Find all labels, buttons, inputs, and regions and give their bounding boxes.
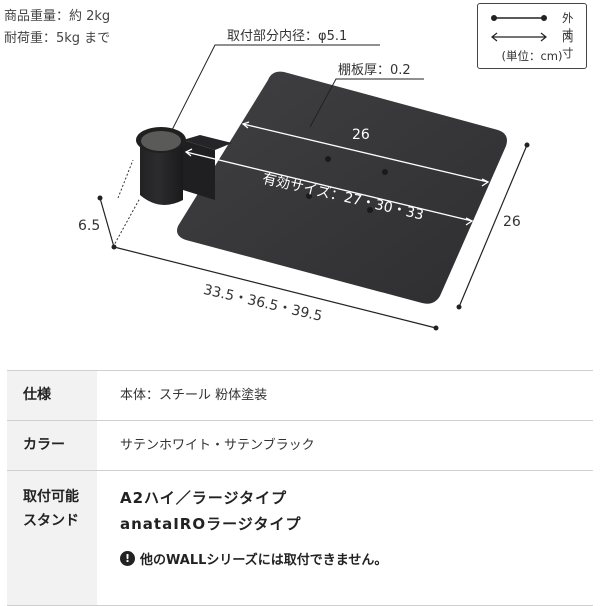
- depth-label: 26: [503, 214, 521, 230]
- compatibility-note: ! 他のWALLシリーズには取付できません。: [120, 549, 593, 568]
- load-capacity: 耐荷重：5kg まで: [4, 31, 111, 46]
- holder-inner-diameter-label: 取付部分内径：φ5.1: [227, 29, 348, 44]
- color-label: カラー: [7, 420, 97, 471]
- double-arrow-icon: [491, 32, 547, 42]
- dot-line-icon: [491, 15, 547, 21]
- compatible-stand-label: 取付可能 スタンド: [7, 470, 97, 606]
- exclamation-icon: !: [120, 551, 135, 566]
- table-row: カラー サテンホワイト・サテンブラック: [7, 420, 593, 471]
- spec-table: 仕様 本体：スチール 粉体塗装 カラー サテンホワイト・サテンブラック 取付可能…: [7, 370, 593, 606]
- spec-value: 本体：スチール 粉体塗装: [97, 370, 593, 421]
- table-row: 仕様 本体：スチール 粉体塗装: [7, 370, 593, 421]
- stand-item: anataIROラージタイプ: [120, 515, 302, 533]
- shelf-illustration: [97, 44, 530, 331]
- compatible-stand-value: A2ハイ／ラージタイプ anataIROラージタイプ ! 他のWALLシリーズに…: [97, 470, 593, 606]
- height-label: 6.5: [78, 218, 101, 234]
- table-row: 取付可能 スタンド A2ハイ／ラージタイプ anataIROラージタイプ ! 他…: [7, 470, 593, 606]
- product-weight: 商品重量：約 2kg: [4, 9, 111, 24]
- inner-width-label: 26: [352, 127, 370, 143]
- unit-label: (単位：cm): [501, 49, 563, 63]
- spec-label: 仕様: [7, 370, 97, 421]
- dimension-legend: 外寸 内寸 (単位：cm): [477, 3, 587, 69]
- color-value: サテンホワイト・サテンブラック: [97, 420, 593, 471]
- product-diagram: 取付部分内径：φ5.1 棚板厚：0.2 26 有効サイズ：27・30・33 26…: [78, 29, 530, 331]
- stand-item: A2ハイ／ラージタイプ: [120, 489, 288, 507]
- shelf-thickness-label: 棚板厚：0.2: [338, 63, 411, 78]
- weight-info: 商品重量：約 2kg 耐荷重：5kg まで: [4, 6, 110, 50]
